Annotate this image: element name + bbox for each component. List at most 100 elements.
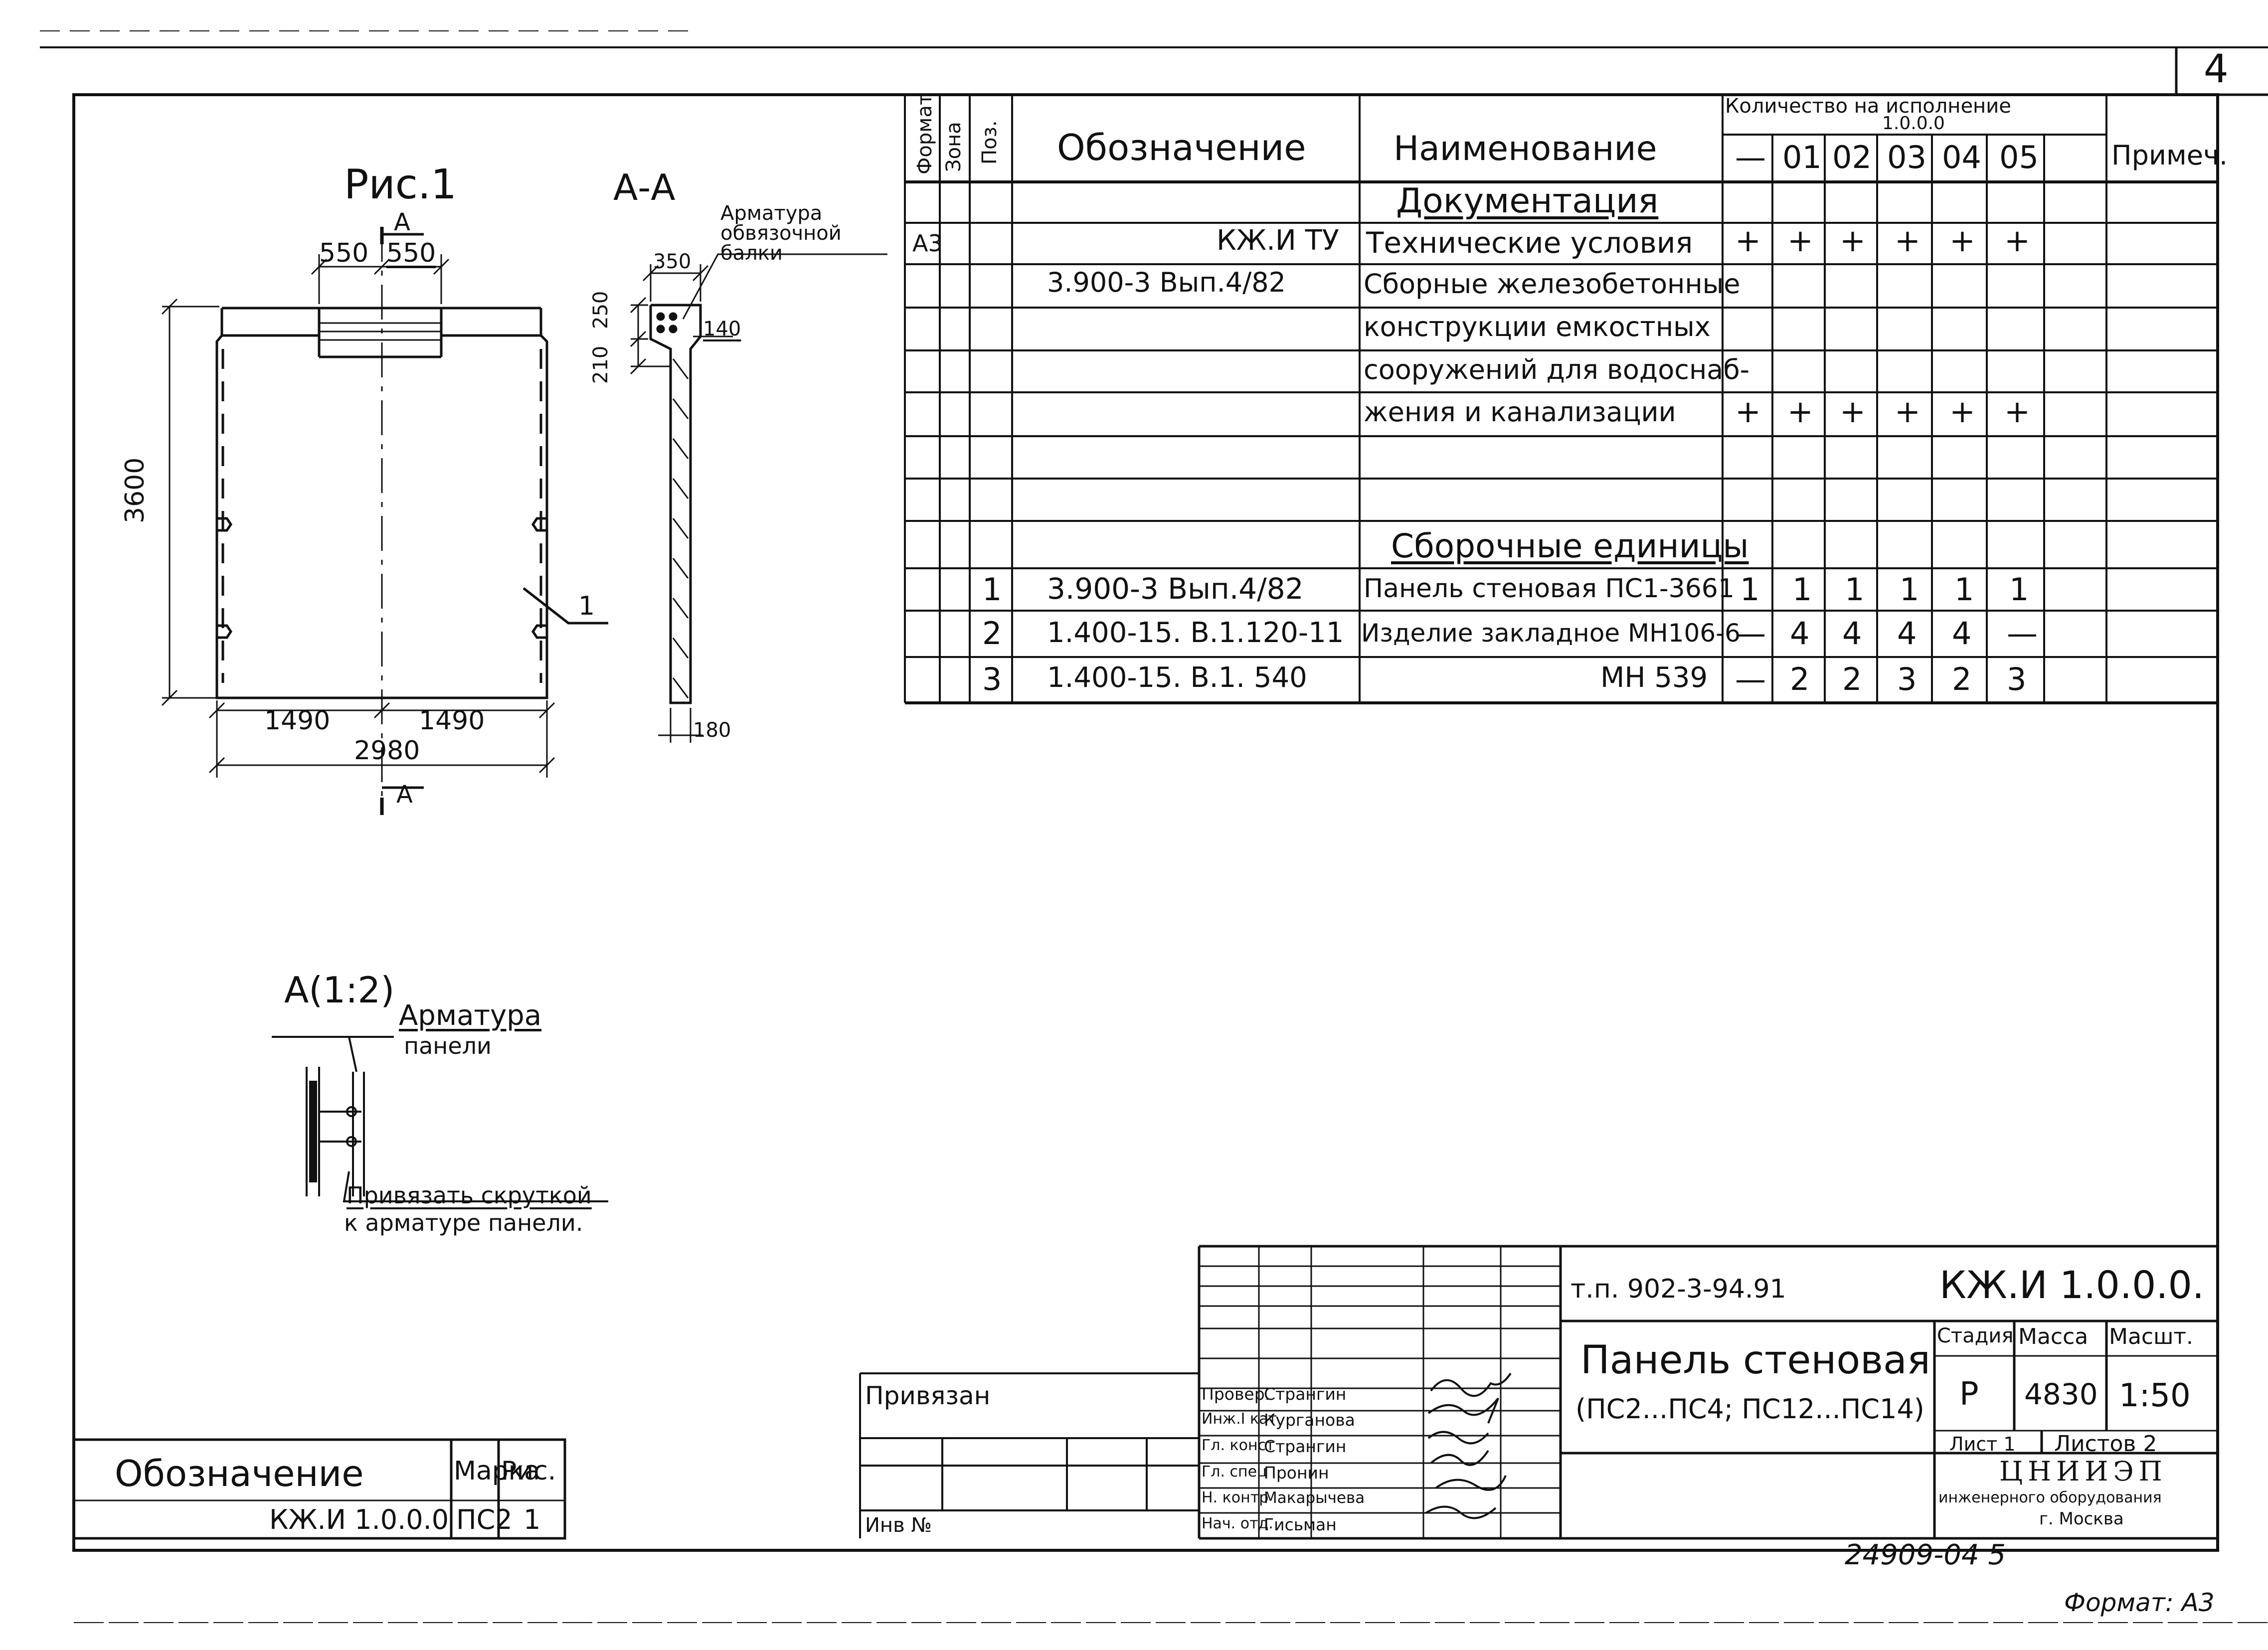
- signer-role: Нач. отд.: [1202, 1515, 1273, 1532]
- section-docs: Документация: [1396, 181, 1659, 221]
- dim-210: 210: [589, 345, 612, 384]
- binding-label: Привязан: [865, 1381, 991, 1410]
- row-qty: 1: [1900, 571, 1919, 608]
- row-qty: +: [2004, 222, 2030, 259]
- title-line1: Панель стеновая: [1580, 1338, 1930, 1383]
- row-pos: 3: [982, 661, 1002, 697]
- format-label: Формат: А3: [2064, 1588, 2215, 1617]
- dim-1490-right: 1490: [419, 706, 485, 736]
- refs-designation: КЖ.И 1.0.0.0: [269, 1504, 449, 1535]
- header-pos: Поз.: [978, 120, 1001, 165]
- row-name: конструкции емкостных: [1364, 311, 1711, 342]
- dim-1490-left: 1490: [264, 706, 331, 736]
- mass-label: Масса: [2018, 1324, 2089, 1349]
- row-name: МН 539: [1600, 661, 1708, 694]
- dim-180: 180: [693, 719, 731, 742]
- row-qty: 4: [1897, 615, 1917, 652]
- scale-label: Масшт.: [2109, 1324, 2193, 1349]
- header-name: Наименование: [1394, 129, 1657, 168]
- row-qty: +: [1840, 222, 1866, 259]
- row-pos: 2: [982, 615, 1002, 652]
- row-qty: 4: [1952, 615, 1972, 652]
- refs-mark: ПС2: [456, 1504, 513, 1535]
- signer-role: Провер.: [1202, 1384, 1270, 1404]
- dim-2980: 2980: [354, 736, 420, 766]
- row-name: Изделие закладное МН106-6: [1361, 619, 1741, 648]
- row-qty: 2: [1790, 661, 1810, 697]
- dim-550-right: 550: [386, 238, 436, 268]
- dim-550-left: 550: [319, 238, 369, 268]
- row-name: Технические условия: [1366, 226, 1693, 260]
- variant-header: 05: [1999, 139, 2039, 175]
- variant-header: —: [1735, 139, 1766, 175]
- doc-code: КЖ.И 1.0.0.0.: [1939, 1263, 2205, 1307]
- row-qty: 3: [1897, 661, 1917, 697]
- row-qty: 1: [1954, 571, 1974, 608]
- row-designation: 3.900-3 Вып.4/82: [1047, 267, 1286, 298]
- section-title: А-А: [613, 166, 676, 208]
- variant-header: 01: [1782, 139, 1822, 175]
- leader-1-label: 1: [578, 591, 595, 621]
- stage-value: Р: [1959, 1376, 1979, 1413]
- variant-header: 04: [1942, 139, 1981, 175]
- dim-350: 350: [653, 250, 692, 273]
- signer-name: Странгин: [1264, 1437, 1347, 1456]
- section-units: Сборочные единицы: [1391, 527, 1749, 565]
- row-qty: —: [1735, 615, 1766, 652]
- header-designation: Обозначение: [1057, 127, 1306, 168]
- detail-note-bottom-2: к арматуре панели.: [344, 1209, 583, 1236]
- row-qty: —: [1735, 661, 1766, 697]
- sheet-label: Лист 1: [1949, 1433, 2016, 1455]
- row-name: жения и канализации: [1364, 396, 1676, 428]
- refs-fig: 1: [523, 1504, 541, 1535]
- dim-140: 140: [703, 318, 741, 340]
- detail-title: А(1:2): [284, 969, 395, 1011]
- signer-role: Гл. спец: [1202, 1463, 1267, 1481]
- row-designation: 3.900-3 Вып.4/82: [1047, 572, 1304, 606]
- sheets-label: Листов 2: [2054, 1431, 2157, 1457]
- row-qty: 1: [2009, 571, 2029, 608]
- row-qty: +: [1787, 222, 1813, 259]
- header-zone: Зона: [942, 122, 965, 172]
- archive-number: 24909-04 5: [1845, 1539, 2006, 1571]
- row-qty: 2: [1842, 661, 1862, 697]
- signer-name: Гисьман: [1264, 1515, 1337, 1534]
- stage-label: Стадия: [1937, 1324, 2014, 1347]
- row-designation: 1.400-15. В.1.120-11: [1047, 617, 1344, 649]
- inv-label: Инв №: [865, 1514, 932, 1537]
- row-designation: КЖ.И ТУ: [1217, 224, 1339, 257]
- signer-name: Пронин: [1264, 1463, 1329, 1483]
- row-qty: +: [1895, 393, 1920, 430]
- title-line2: (ПС2...ПС4; ПС12...ПС14): [1575, 1393, 1924, 1425]
- signer-role: Инж.I кат: [1202, 1410, 1277, 1428]
- row-designation: 1.400-15. В.1. 540: [1047, 661, 1307, 694]
- signer-name: Странгин: [1264, 1384, 1347, 1404]
- header-format: Формат: [913, 93, 936, 174]
- row-name: сооружений для водоснаб-: [1364, 354, 1750, 385]
- dim-250: 250: [589, 291, 612, 329]
- row-qty: 1: [1845, 571, 1865, 608]
- project-number: т.п. 902-3-94.91: [1570, 1274, 1786, 1304]
- org-sub: инженерного оборудования: [1938, 1489, 2162, 1506]
- rebar-note: Арматура обвязочной балки: [720, 202, 842, 265]
- row-qty: 1: [1740, 571, 1760, 608]
- org-name: ЦНИИЭП: [1999, 1456, 2167, 1487]
- org-city: г. Москва: [2039, 1509, 2124, 1529]
- row-qty: +: [1895, 222, 1920, 259]
- row-qty: +: [1949, 393, 1975, 430]
- fig1-title: Рис.1: [344, 161, 457, 208]
- row-qty: +: [1949, 222, 1975, 259]
- header-note: Примеч.: [2111, 140, 2228, 171]
- detail-note-top-1: Арматура: [399, 999, 542, 1032]
- header-qty: Количество на исполнение: [1725, 95, 2011, 118]
- header-qty-sub: 1.0.0.0: [1882, 113, 1945, 134]
- detail-note-bottom-1: Привязать скруткой: [347, 1182, 592, 1209]
- variant-header: 02: [1832, 139, 1872, 175]
- section-marker-bottom: А: [396, 781, 413, 809]
- row-name: Сборные железобетонные: [1364, 268, 1741, 300]
- row-format: А3: [912, 230, 943, 257]
- mass-value: 4830: [2024, 1377, 2098, 1411]
- refs-header-fig: Рис.: [501, 1456, 556, 1486]
- signer-role: Н. контр: [1202, 1489, 1269, 1506]
